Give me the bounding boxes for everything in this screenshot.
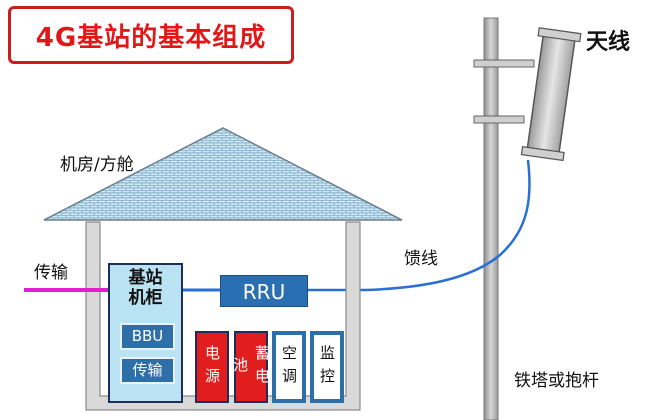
antenna-bracket-bottom <box>473 115 525 124</box>
air-conditioner-box: 空调 <box>272 331 306 403</box>
rru-unit: RRU <box>220 275 308 307</box>
page-title: 4G基站的基本组成 <box>35 22 267 53</box>
machine-room-label: 机房/方舱 <box>60 155 134 175</box>
antenna-bracket-top <box>473 59 535 68</box>
title-box: 4G基站的基本组成 <box>8 6 294 64</box>
feeder-label: 馈线 <box>404 249 438 269</box>
base-station-cabinet: 基站 机柜 BBU 传输 <box>108 263 183 403</box>
battery-box: 蓄电池 <box>231 331 271 403</box>
antenna-label: 天线 <box>586 30 631 55</box>
feeder-cable <box>308 159 531 292</box>
house-walls <box>85 221 361 411</box>
transport-unit: 传输 <box>120 357 175 384</box>
antenna-icon <box>520 27 582 162</box>
cabinet-title-line2: 机柜 <box>128 288 163 308</box>
house-roof <box>43 127 403 221</box>
transmission-label: 传输 <box>34 263 68 283</box>
monitoring-box: 监控 <box>310 331 344 403</box>
cabinet-title-line1: 基站 <box>128 268 163 288</box>
power-supply-box: 电源 <box>195 331 229 403</box>
cabinet-title: 基站 机柜 <box>110 268 181 308</box>
bbu-unit: BBU <box>120 323 175 350</box>
tower-pole <box>483 17 499 420</box>
tower-label: 铁塔或抱杆 <box>514 371 599 391</box>
